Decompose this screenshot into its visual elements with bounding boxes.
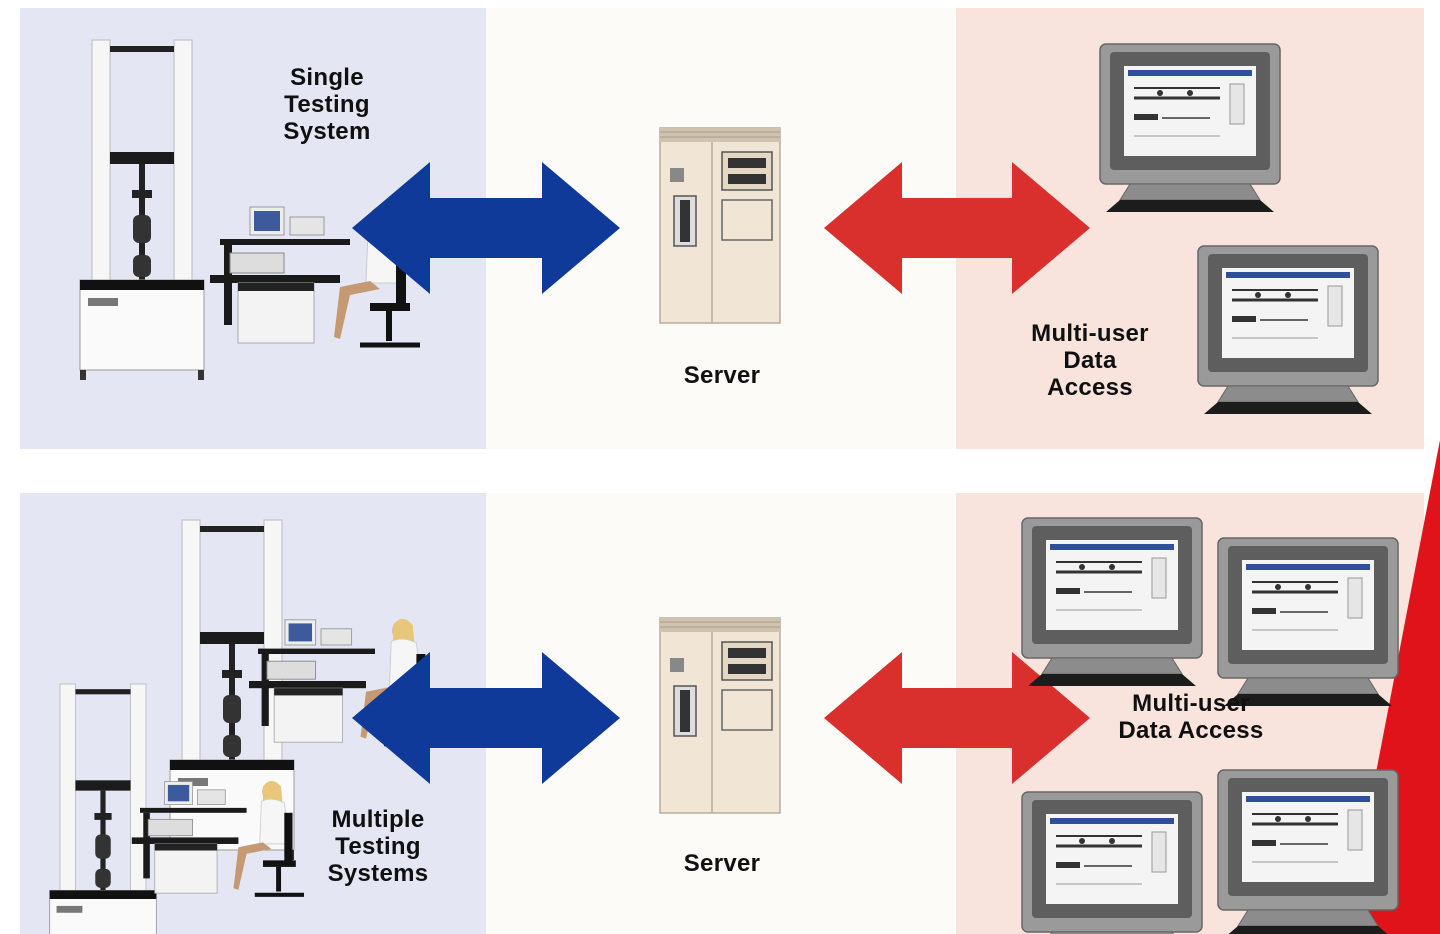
operator-workstation-icon: [132, 781, 304, 895]
blue-double-arrow-icon: [352, 652, 620, 784]
red-double-arrow-icon: [824, 652, 1090, 784]
client-monitor-icon: [1020, 790, 1204, 934]
red-double-arrow-icon: [824, 162, 1090, 294]
server-label: Server: [683, 362, 761, 389]
blue-double-arrow-icon: [352, 162, 620, 294]
server-label: Server: [683, 850, 761, 877]
multi-user-data-access-label: Multi-user Data Access: [1118, 690, 1264, 744]
server-icon: [659, 617, 781, 814]
multi-user-data-access-label: Multi-user Data Access: [1031, 320, 1149, 401]
multiple-testing-systems-label: Multiple Testing Systems: [327, 806, 429, 887]
client-monitor-icon: [1020, 516, 1204, 688]
client-monitor-icon: [1216, 768, 1400, 934]
single-testing-system-label: Single Testing System: [283, 64, 371, 145]
client-monitor-icon: [1216, 536, 1400, 708]
